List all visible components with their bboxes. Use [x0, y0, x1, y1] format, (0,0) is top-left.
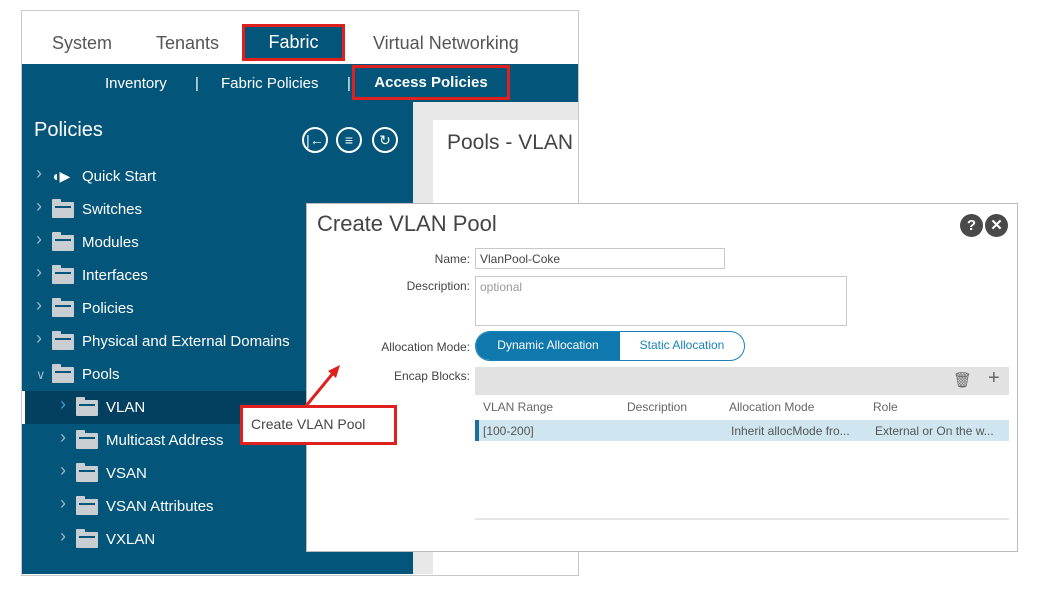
sidebar-item-vsan-attributes[interactable]: › VSAN Attributes — [22, 490, 413, 523]
sidebar-item-modules[interactable]: › Modules — [22, 226, 413, 259]
sidebar-item-interfaces[interactable]: › Interfaces — [22, 259, 413, 292]
sidebar-item-label: VXLAN — [106, 531, 156, 548]
sidebar-item-pools[interactable]: ∨ Pools — [22, 358, 413, 391]
folder-icon — [76, 529, 98, 548]
table-row[interactable] — [475, 420, 1009, 441]
sidebar-item-label: VSAN Attributes — [106, 498, 214, 515]
name-input[interactable]: VlanPool-Coke — [475, 248, 725, 269]
static-allocation-option[interactable]: Static Allocation — [639, 338, 725, 352]
close-icon[interactable]: ✕ — [985, 214, 1008, 237]
quick-start-icon: ◖▶ — [51, 168, 71, 184]
context-menu-create-vlan-pool[interactable]: Create VLAN Pool — [240, 405, 397, 445]
folder-icon — [52, 364, 74, 383]
allocation-mode-label: Allocation Mode: — [381, 340, 470, 354]
content-title: Pools - VLAN — [447, 131, 574, 154]
chevron-right-icon[interactable]: › — [60, 526, 66, 546]
add-icon[interactable]: + — [988, 367, 1000, 389]
dialog-title: Create VLAN Pool — [317, 211, 497, 236]
sidebar-item-policies[interactable]: › Policies — [22, 292, 413, 325]
sidebar-item-vxlan[interactable]: › VXLAN — [22, 523, 413, 556]
sidebar-item-label: Interfaces — [82, 267, 148, 284]
subnav-separator: | — [195, 75, 199, 92]
description-input[interactable]: optional — [475, 276, 847, 326]
sidebar-item-label: VSAN — [106, 465, 147, 482]
chevron-right-icon[interactable]: › — [36, 196, 42, 216]
subnav-separator: | — [347, 75, 351, 92]
chevron-down-icon[interactable]: ∨ — [36, 367, 46, 382]
col-vlan-range[interactable]: VLAN Range — [483, 400, 554, 414]
arrow-annotation — [304, 365, 340, 407]
cell-role: External or On the w... — [875, 424, 994, 438]
sidebar-item-physical-external-domains[interactable]: › Physical and External Domains — [22, 325, 413, 358]
folder-icon — [76, 397, 98, 416]
sidebar-item-vsan[interactable]: › VSAN — [22, 457, 413, 490]
chevron-right-icon[interactable]: › — [36, 262, 42, 282]
name-label: Name: — [434, 252, 470, 266]
encap-toolbar — [475, 367, 1009, 395]
chevron-right-icon[interactable]: › — [60, 394, 66, 414]
folder-icon — [76, 463, 98, 482]
dynamic-allocation-option[interactable]: Dynamic Allocation — [476, 332, 620, 360]
cell-vlan-range: [100-200] — [483, 424, 534, 438]
table-footer-divider — [475, 518, 1009, 520]
chevron-right-icon[interactable]: › — [36, 328, 42, 348]
folder-icon — [52, 331, 74, 350]
col-role[interactable]: Role — [873, 400, 898, 414]
col-allocation-mode[interactable]: Allocation Mode — [729, 400, 815, 414]
sidebar-item-label: Quick Start — [82, 168, 157, 185]
folder-icon — [76, 496, 98, 515]
help-icon[interactable]: ? — [960, 214, 983, 237]
chevron-right-icon[interactable]: › — [60, 460, 66, 480]
subnav-access-policies[interactable]: Access Policies — [352, 65, 510, 100]
allocation-mode-toggle: Dynamic Allocation Static Allocation — [475, 331, 745, 361]
col-description[interactable]: Description — [627, 400, 688, 414]
sidebar-item-label: VLAN — [106, 399, 146, 416]
encap-blocks-label: Encap Blocks: — [393, 369, 470, 383]
sub-nav — [22, 64, 578, 102]
subnav-fabric-policies[interactable]: Fabric Policies — [221, 75, 319, 92]
folder-icon — [76, 430, 98, 449]
sidebar-item-multicast-address[interactable]: › Multicast Address — [22, 424, 413, 457]
subnav-inventory[interactable]: Inventory — [105, 75, 167, 92]
folder-icon — [52, 232, 74, 251]
chevron-right-icon[interactable]: › — [36, 229, 42, 249]
tab-virtual-networking[interactable]: Virtual Networking — [373, 33, 519, 53]
chevron-right-icon[interactable]: › — [36, 295, 42, 315]
sidebar-item-label: Policies — [82, 300, 134, 317]
sidebar-title: Policies — [34, 119, 103, 141]
sidebar-item-label: Multicast Address — [106, 432, 224, 449]
chevron-right-icon[interactable]: › — [36, 163, 42, 183]
collapse-icon[interactable]: |← — [302, 127, 328, 153]
sidebar-item-quick-start[interactable]: › ◖▶ Quick Start — [22, 160, 413, 193]
refresh-icon[interactable]: ↻ — [372, 127, 398, 153]
folder-icon — [52, 298, 74, 317]
trash-icon[interactable]: 🗑 — [953, 372, 973, 389]
cell-allocation-mode: Inherit allocMode fro... — [731, 424, 850, 438]
chevron-right-icon[interactable]: › — [60, 493, 66, 513]
sidebar-item-label: Modules — [82, 234, 139, 251]
sidebar-item-label: Switches — [82, 201, 143, 218]
sidebar-item-label: Physical and External Domains — [82, 333, 290, 350]
folder-icon — [52, 265, 74, 284]
tab-tenants[interactable]: Tenants — [156, 33, 220, 53]
sidebar-item-switches[interactable]: › Switches — [22, 193, 413, 226]
tab-fabric[interactable]: Fabric — [242, 24, 345, 61]
folder-icon — [52, 199, 74, 218]
description-label: Description: — [406, 279, 470, 293]
tab-system[interactable]: System — [52, 33, 113, 53]
chevron-right-icon[interactable]: › — [60, 427, 66, 447]
sidebar-item-label: Pools — [82, 366, 120, 383]
list-icon[interactable]: ≡ — [336, 127, 362, 153]
